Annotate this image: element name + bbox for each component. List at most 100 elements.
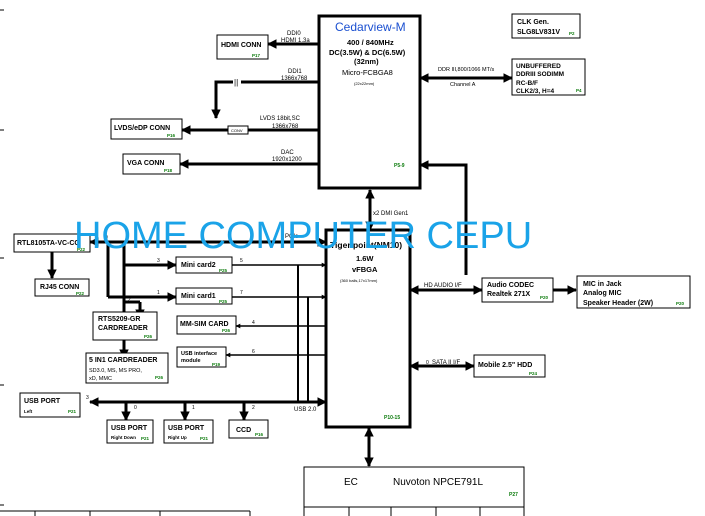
mini-card2-block: Mini card2 P25 [175,256,233,274]
mm-sim-block: MM-SIM CARD P26 [176,315,237,335]
labels-sata-text: SATA II I/F [432,360,460,366]
rts-l1-text: RTS5209-GR [98,316,140,323]
rtl-lan-block: RTL8105TA-VC-CG P22 [13,233,91,253]
cpu-clock: 400 / 840MHz [347,38,394,47]
margin-ticks [0,9,4,506]
ec-name: Nuvoton NPCE791L [393,477,483,488]
cardreader5-l1-text: 5 IN1 CARDREADER [89,357,157,364]
usbleft-page-text: P21 [68,409,77,414]
cpu-page: P5-9 [394,163,405,169]
lvds-conn-block: LVDS/eDP CONN P16 [110,118,183,140]
clk-page: P2 [569,31,575,36]
dimm-l1-text: UNBUFFERED [516,63,561,70]
coupling-capacitor-mark: || [234,78,238,87]
labels-pcie-text: PCIe [285,234,299,240]
cpu-name: Cedarview-M [335,20,406,34]
watermark: HOME COMPUTER CEPU [74,215,532,257]
hdmi-page-text: P17 [252,53,261,58]
clk-part: SLG8LV831V [517,29,560,36]
usbmod-page-text: P19 [212,362,221,367]
usb-port-right-up-block: USB PORT Right Up P21 [163,419,214,444]
labels-dmi-text: x2 DMI Gen1 [373,211,409,217]
usb-interface-block: USB interface module P19 [176,346,227,368]
bus-labels: DDI0 HDMI 1.3a DDI1 1366x768 LVDS 18bit,… [86,31,494,413]
dimm-l3-text: RC-B/F [516,80,538,87]
audio-l2-text: Realtek 271X [487,291,531,298]
vga-page-text: P18 [164,168,173,173]
usbleft-l2-text: Left [24,409,33,414]
usbru-page-text: P21 [200,436,209,441]
cardreader-5in1-block: 5 IN1 CARDREADER SD3.0, MS, MS PRO, xD, … [85,352,169,384]
rts-page-text: P26 [144,334,153,339]
labels-ddi0-text: DDI0 [287,31,301,37]
usbmod-l1-text: USB interface [181,351,217,357]
vga-label-text: VGA CONN [127,160,164,167]
audio-codec-block: Audio CODEC Realtek 271X P20 [481,277,554,303]
rtl-label-text: RTL8105TA-VC-CG [17,240,80,247]
ccd-label-text: CCD [236,427,251,434]
pch-name: Tiger point(NM10) [330,240,402,250]
audio-page-text: P20 [540,295,549,300]
mmsim-page-text: P26 [222,328,231,333]
usbrd-l2-text: Right Down [111,435,136,440]
labels-n6-text: 6 [252,349,255,355]
ec-block: EC Nuvoton NPCE791L P27 [303,466,525,516]
lvds-page-text: P16 [167,133,176,138]
cpu-block: Cedarview-M 400 / 840MHz DC(3.5W) & DC(6… [317,14,422,190]
labels-n3-text: 3 [157,258,160,264]
ec-page: P27 [509,492,518,498]
hdmi-conn-block: HDMI CONN P17 [216,34,269,60]
pch-block: Tiger point(NM10) 1.6W vFBGA (360 balls,… [324,228,412,429]
mini2-label-text: Mini card2 [181,262,216,269]
labels-usb20-text: USB 2.0 [294,407,317,413]
mic-page-text: P20 [676,301,685,306]
usbmod-l2-text: module [181,358,201,364]
ddi1-bus [211,80,319,119]
audio-l1-text: Audio CODEC [487,282,534,289]
labels-res1366b-text: 1366x768 [272,124,299,130]
dimm-l2-text: DDRIII SODIMM [516,71,564,78]
labels-lvds-text: LVDS 18bit,SC [260,116,301,122]
hdd-page-text: P24 [529,371,538,376]
pch-balls: (360 balls,17x17mm) [340,278,378,283]
cpu-power: DC(3.5W) & DC(6.5W) [329,48,406,57]
ec-label: EC [344,477,358,488]
labels-ddr-text: DDR III,800/1066 MT/s [438,67,494,73]
mini-card1-block: Mini card1 P25 [175,287,233,305]
labels-dac-text: DAC [281,150,294,156]
rj45-label-text: RJ45 CONN [40,284,79,291]
hdmi-label-text: HDMI CONN [221,42,261,49]
cpu-size: (22x22mm) [354,81,375,86]
clk-name: CLK Gen. [517,19,549,26]
rts-l2-text: CARDREADER [98,325,148,332]
dimm-l4-text: CLK2/3, H=4 [516,88,554,95]
vga-conn-block: VGA CONN P18 [122,153,181,175]
coupling-capacitor [233,79,241,86]
labels-n0b-text: 0 [134,405,137,411]
pch-package: vFBGA [352,265,378,274]
usb-port-left-block: USB PORT Left P21 [19,392,81,418]
ccd-page-text: P16 [255,432,264,437]
labels-n2-text: 2 [128,297,131,303]
mic-l2-text: Analog MIC [583,290,622,297]
usbrd-l1-text: USB PORT [111,425,148,432]
pch-power: 1.6W [356,254,374,263]
labels-n4-text: 4 [252,320,255,326]
buses [47,39,577,467]
usb-port-right-down-block: USB PORT Right Down P21 [106,419,154,444]
pch-page: P10-15 [384,415,400,421]
labels-ddi1-text: DDI1 [288,69,302,75]
labels-hdmi13-text: HDMI 1.3a [281,38,310,44]
labels-res1920-text: 1920x1200 [272,157,302,163]
lvds-converter-label: CONV [231,128,243,133]
labels-n0c-text: 0 [426,360,429,366]
mini1-page-text: P25 [219,299,228,304]
dimm-page-text: P4 [576,88,582,93]
mini1-label-text: Mini card1 [181,293,216,300]
labels-hda-text: HD AUDIO I/F [424,283,462,289]
labels-n1-text: 1 [157,290,160,296]
cardreader5-page-text: P26 [155,375,164,380]
lvds-label-text: LVDS/eDP CONN [114,125,170,132]
cpu-package: Micro-FCBGA8 [342,68,393,77]
